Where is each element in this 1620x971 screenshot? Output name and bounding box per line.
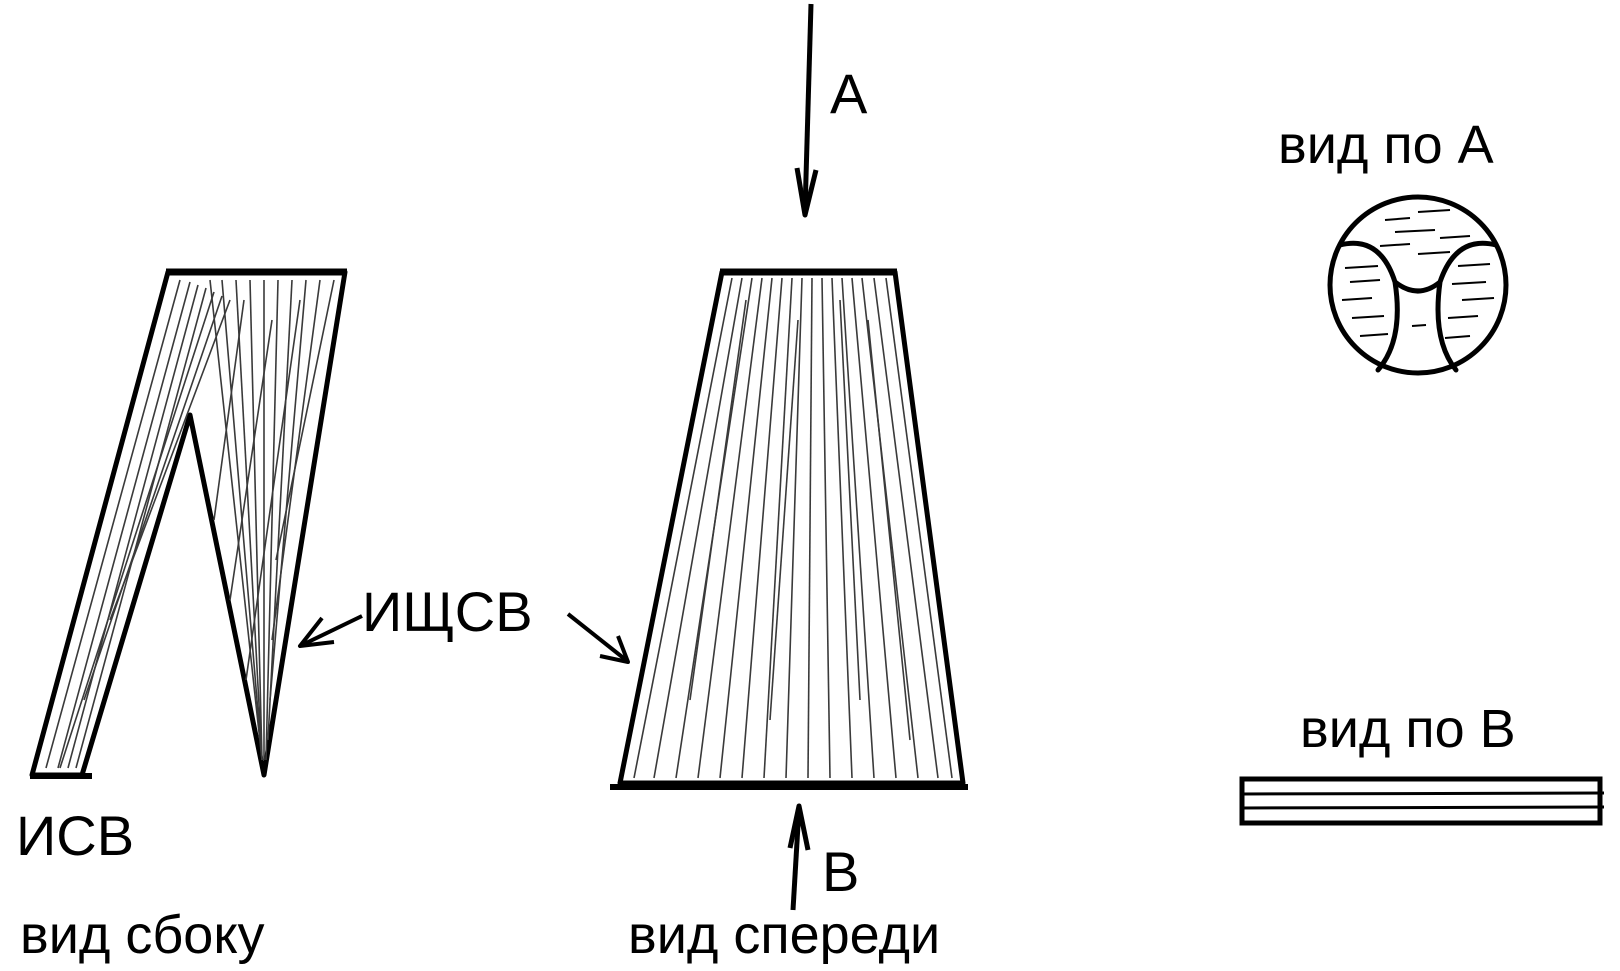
arrow-b-label: В: [822, 840, 860, 903]
view-b-strip: [1239, 776, 1603, 826]
isv-label: ИСВ: [16, 804, 135, 867]
front-view-figure: [610, 268, 968, 790]
view-a-circle: [1327, 194, 1509, 376]
icsv-leader-left: [298, 614, 363, 648]
front-view-outline: [617, 269, 966, 786]
side-view-figure: [29, 268, 348, 779]
side-view-hatching: [45, 279, 335, 769]
front-view-hatching: [633, 277, 953, 779]
icsv-leader-right: [566, 612, 630, 664]
view-b-label: вид по В: [1300, 699, 1516, 759]
arrow-b: [787, 803, 811, 911]
view-a-figure: [1327, 194, 1509, 376]
side-view-label: вид сбоку: [20, 905, 265, 965]
arrow-a: [794, 3, 819, 218]
front-view-label: вид спереди: [628, 905, 941, 965]
icsv-label: ИЩСВ: [362, 580, 533, 643]
arrow-a-label: A: [830, 62, 868, 125]
view-a-texture: [1341, 209, 1495, 339]
side-view-outline: [29, 269, 348, 778]
view-b-figure: [1239, 776, 1605, 826]
view-a-label: вид по А: [1278, 115, 1494, 175]
view-a-lobe-divider: [1337, 240, 1499, 373]
